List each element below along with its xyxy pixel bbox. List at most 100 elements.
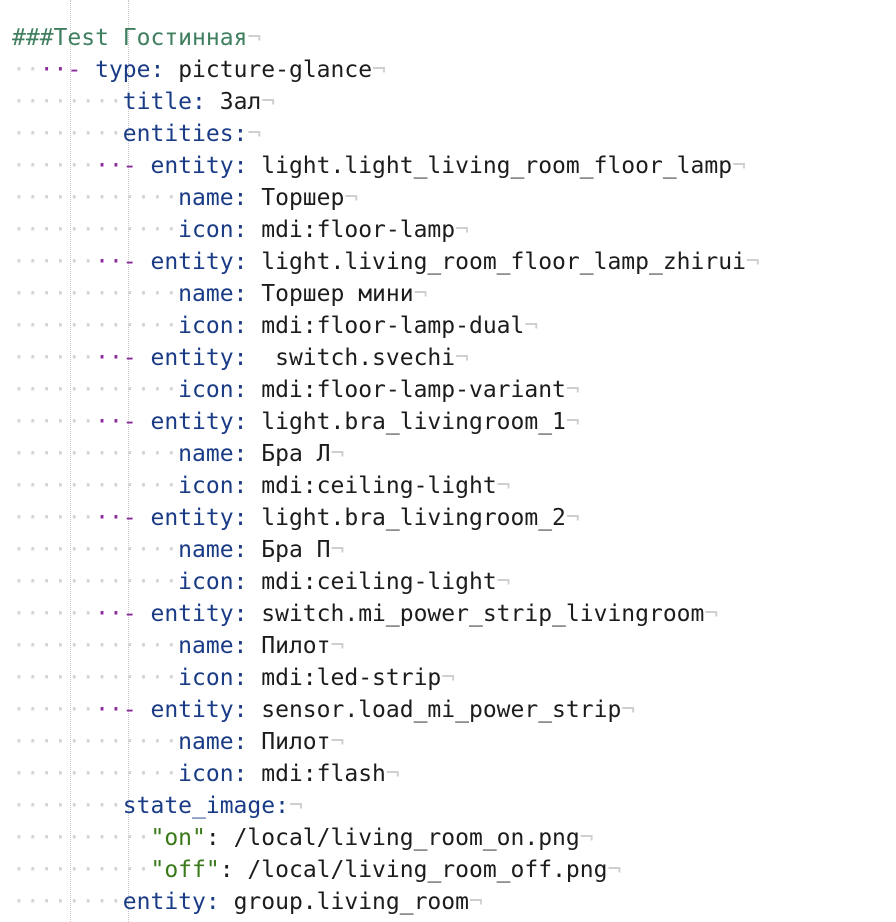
yaml-key: entity: [150,153,248,179]
eol-marker: ¬ [413,281,428,307]
whitespace-marker: ············ [12,665,179,691]
yaml-value: : /local/living_room_off.png [219,857,608,883]
eol-marker: ¬ [468,889,483,915]
code-line[interactable]: ············name: Торшер мини¬ [12,278,427,310]
yaml-value: mdi:ceiling-light [247,569,497,595]
yaml-value: Пилот [247,633,331,659]
code-line[interactable]: ········- entity: light.bra_livingroom_1… [12,406,580,438]
code-line[interactable]: ············name: Бра Л¬ [12,438,344,470]
code-line[interactable]: ····- type: picture-glance¬ [12,54,386,86]
code-line[interactable]: ··········"off": /local/living_room_off.… [12,854,621,886]
whitespace-marker: ············ [12,633,179,659]
eol-marker: ¬ [621,697,636,723]
code-line[interactable]: ··········"on": /local/living_room_on.pn… [12,822,594,854]
whitespace-marker: ······ [12,505,96,531]
yaml-key: icon: [178,569,248,595]
list-dash: ··- [95,697,151,723]
code-line[interactable]: ············icon: mdi:floor-lamp¬ [12,214,469,246]
whitespace-marker: ············ [12,729,179,755]
whitespace-marker: ·········· [12,857,151,883]
code-line[interactable]: ········entities:¬ [12,118,261,150]
eol-marker: ¬ [261,89,276,115]
code-line[interactable]: ········entity: group.living_room¬ [12,886,483,918]
eol-marker: ¬ [247,121,262,147]
yaml-key: name: [178,185,248,211]
yaml-key: entity: [150,409,248,435]
whitespace-marker: ······ [12,409,96,435]
yaml-value: Пилот [247,729,331,755]
eol-marker: ¬ [565,409,580,435]
yaml-key: name: [178,633,248,659]
whitespace-marker: ········ [12,89,123,115]
yaml-comment: ###Test Гостинная [12,25,248,51]
eol-marker: ¬ [330,729,345,755]
eol-marker: ¬ [372,57,386,83]
yaml-value: Бра Л [247,441,331,467]
code-line[interactable]: ········title: Зал¬ [12,86,275,118]
list-dash: ··- [95,345,151,371]
code-line[interactable]: ············name: Бра П¬ [12,534,344,566]
whitespace-marker: ······ [12,345,96,371]
yaml-key: icon: [178,761,248,787]
indent-guide [70,0,71,922]
list-dash: ··- [95,249,151,275]
whitespace-marker: ············ [12,185,179,211]
code-line[interactable]: ············icon: mdi:floor-lamp-variant… [12,374,580,406]
eol-marker: ¬ [344,185,359,211]
yaml-value: sensor.load_mi_power_strip [247,697,622,723]
whitespace-marker: ········ [12,793,123,819]
whitespace-marker: ·········· [12,825,151,851]
yaml-key: entity: [150,697,248,723]
code-line[interactable]: ········- entity: light.light_living_roo… [12,150,746,182]
code-line[interactable]: ········- entity: light.bra_livingroom_2… [12,502,580,534]
code-line[interactable]: ············icon: mdi:led-strip¬ [12,662,455,694]
yaml-key: entity: [150,601,248,627]
yaml-key: entities: [122,121,248,147]
eol-marker: ¬ [496,473,511,499]
eol-marker: ¬ [385,761,400,787]
whitespace-marker: ············ [12,313,179,339]
eol-marker: ¬ [455,217,469,243]
yaml-key: icon: [178,665,248,691]
yaml-value: picture-glance [164,57,373,83]
yaml-value: mdi:led-strip [247,665,442,691]
whitespace-marker: ············ [12,377,179,403]
code-line[interactable]: ········- entity: sensor.load_mi_power_s… [12,694,635,726]
whitespace-marker: ······ [12,249,96,275]
yaml-key: name: [178,441,248,467]
code-line[interactable]: ········- entity: switch.mi_power_strip_… [12,598,718,630]
yaml-value: light.bra_livingroom_2 [247,505,566,531]
code-line[interactable]: ············icon: mdi:flash¬ [12,758,400,790]
whitespace-marker: ·· [12,57,40,83]
eol-marker: ¬ [704,601,719,627]
yaml-key: name: [178,729,248,755]
code-line[interactable]: ············icon: mdi:floor-lamp-dual¬ [12,310,538,342]
code-line[interactable]: ············name: Торшер¬ [12,182,358,214]
eol-marker: ¬ [565,377,580,403]
eol-marker: ¬ [288,793,303,819]
yaml-value: Торшер мини [247,281,414,307]
whitespace-marker: ······ [12,697,96,723]
code-line[interactable]: ········state_image:¬ [12,790,303,822]
indent-guide [128,0,129,922]
code-line[interactable]: ············name: Пилот¬ [12,630,344,662]
code-line[interactable]: ············icon: mdi:ceiling-light¬ [12,566,511,598]
eol-marker: ¬ [565,505,580,531]
code-line[interactable]: ········- entity: light.living_room_floo… [12,246,760,278]
whitespace-marker: ············ [12,761,179,787]
yaml-value: switch.svechi [247,345,456,371]
yaml-key: entity: [150,345,248,371]
code-line[interactable]: ###Test Гостинная¬ [12,22,261,54]
yaml-key: name: [178,281,248,307]
code-line[interactable]: ············name: Пилот¬ [12,726,344,758]
code-line[interactable]: ········- entity: switch.svechi¬ [12,342,469,374]
whitespace-marker: ········ [12,889,123,915]
list-dash: ··- [95,409,151,435]
eol-marker: ¬ [524,313,539,339]
yaml-key: icon: [178,473,248,499]
yaml-key: entity: [150,505,248,531]
eol-marker: ¬ [247,25,262,51]
eol-marker: ¬ [496,569,511,595]
code-line[interactable]: ············icon: mdi:ceiling-light¬ [12,470,511,502]
